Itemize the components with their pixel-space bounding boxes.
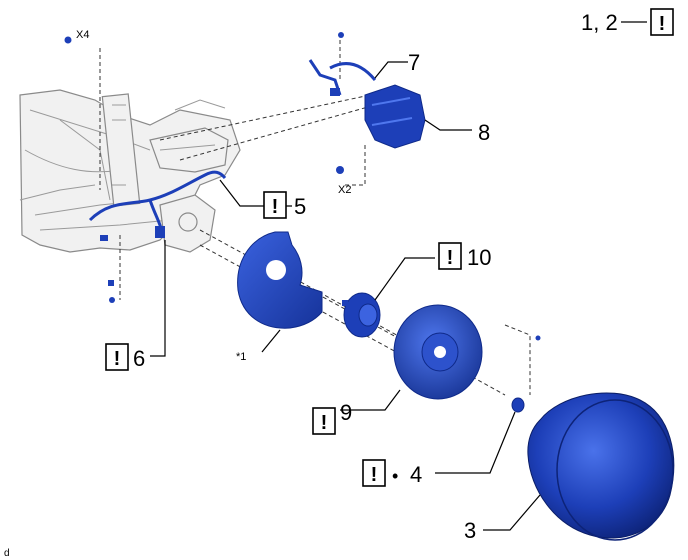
warning-icon: ! — [650, 8, 674, 36]
bolt-icon — [336, 166, 344, 174]
svg-text:!: ! — [114, 348, 121, 370]
callout-6: 6 — [133, 346, 145, 371]
callout-10: 10 — [467, 245, 491, 270]
annotations: X4 X2 *1 d — [4, 29, 351, 559]
callout-7: 7 — [408, 50, 420, 75]
bolt-icon — [109, 297, 115, 303]
svg-text:!: ! — [659, 13, 666, 35]
warning-icon: ! — [105, 343, 129, 371]
abs-speed-sensor-harness — [88, 170, 227, 286]
bullet-dot: • — [392, 466, 398, 486]
bolt-icon — [338, 32, 344, 38]
svg-text:!: ! — [447, 247, 454, 269]
callout-1-2: 1, 2 — [581, 10, 618, 35]
callout-4: 4 — [410, 462, 422, 487]
alignment-guides — [99, 40, 531, 396]
bolt-icon — [64, 36, 72, 44]
bolt-icon — [535, 335, 541, 341]
svg-text:!: ! — [272, 196, 279, 218]
part-4-nut — [511, 397, 525, 413]
annotation-star1: *1 — [236, 351, 246, 363]
warning-icon: ! — [438, 242, 462, 270]
part-8-caliper — [364, 84, 426, 149]
part-10-hub — [342, 292, 381, 338]
warning-markers: ! ! ! ! ! ! — [105, 8, 674, 487]
part-3-tire — [527, 392, 675, 541]
svg-text:!: ! — [371, 464, 378, 486]
part-9-brake-disc — [393, 304, 483, 400]
suspension-frame — [19, 89, 241, 253]
callout-8: 8 — [478, 120, 490, 145]
callout-3: 3 — [464, 518, 476, 543]
warning-icon: ! — [312, 407, 336, 435]
part-7-hose — [308, 59, 377, 96]
annotation-x2: X2 — [338, 184, 351, 196]
warning-icon: ! — [263, 191, 287, 219]
callout-labels: 1, 2 7 8 5 10 6 9 4 3 • — [133, 10, 618, 543]
annotation-corner: d — [4, 548, 10, 559]
leader-lines — [150, 21, 647, 531]
svg-text:!: ! — [321, 412, 328, 434]
callout-9: 9 — [340, 400, 352, 425]
part-5-dust-shield — [237, 231, 323, 329]
callout-5: 5 — [294, 194, 306, 219]
warning-icon: ! — [362, 459, 386, 487]
annotation-x4: X4 — [76, 29, 89, 41]
bolts — [64, 32, 541, 341]
